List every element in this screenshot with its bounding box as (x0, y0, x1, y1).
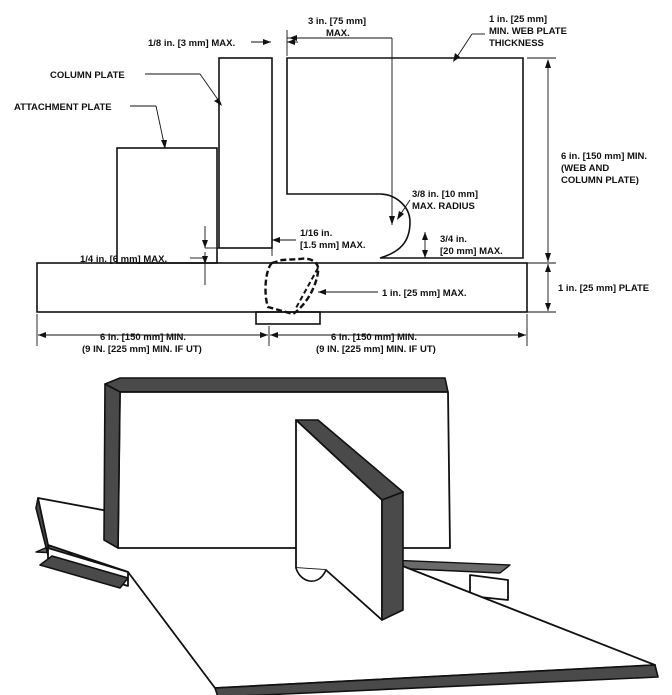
label-web-gap-2: [1.5 mm] MAX. (300, 240, 365, 251)
label-web-thickness-3: THICKNESS (489, 38, 544, 49)
iso-column-plate-top (104, 377, 449, 393)
section-view (36, 30, 556, 346)
iso-web-plate-face (295, 419, 383, 621)
attachment-plate (116, 147, 218, 264)
label-web-thickness-2: MIN. WEB PLATE (489, 26, 567, 37)
label-left-len-1: 6 in. [150 mm] MIN. (100, 332, 186, 343)
label-right-len-2: (9 IN. [225 mm] MIN. IF UT) (316, 344, 436, 355)
column-plate (218, 57, 273, 249)
iso-base-plate-front-edge (214, 664, 659, 695)
label-weld-width: 1 in. [25 mm] MAX. (382, 288, 466, 299)
label-height-1: 6 in. [150 mm] MIN. (561, 151, 647, 162)
label-attach-gap: 1/4 in. [6 mm] MAX. (80, 254, 167, 265)
label-web-thickness-1: 1 in. [25 mm] (489, 14, 547, 25)
label-plate-thickness: 1 in. [25 mm] PLATE (558, 283, 649, 294)
iso-backing-front-dark (39, 555, 129, 589)
iso-web-plate-edge (381, 491, 404, 621)
label-col-gap: 1/8 in. [3 mm] MAX. (148, 38, 235, 49)
label-radius-2: MAX. RADIUS (412, 201, 475, 212)
label-rh-2: [20 mm] MAX. (440, 246, 503, 257)
label-attachment-plate: ATTACHMENT PLATE (14, 102, 112, 113)
label-web-gap-1: 1/16 in. (300, 228, 332, 239)
label-rh-1: 3/4 in. (440, 234, 467, 245)
web-plate (286, 57, 524, 259)
label-gap-top-2: MAX. (326, 28, 350, 39)
isometric-view (35, 377, 659, 695)
label-column-plate: COLUMN PLATE (50, 70, 125, 81)
iso-column-plate-side (103, 383, 121, 549)
weld-outline (264, 257, 320, 316)
backing-strip-right (469, 574, 509, 601)
weld-root-line (295, 267, 319, 309)
label-height-2: (WEB AND (561, 163, 609, 174)
label-radius-1: 3/8 in. [10 mm] (412, 189, 478, 200)
label-height-3: COLUMN PLATE) (561, 175, 639, 186)
label-right-len-1: 6 in. [150 mm] MIN. (331, 332, 417, 343)
iso-access-hole (295, 567, 327, 582)
labels: 1 in. [25 mm] MIN. WEB PLATE THICKNESS 3… (14, 14, 649, 355)
label-left-len-2: (9 IN. [225 mm] MIN. IF UT) (82, 344, 202, 355)
label-gap-top-1: 3 in. [75 mm] (308, 16, 366, 27)
